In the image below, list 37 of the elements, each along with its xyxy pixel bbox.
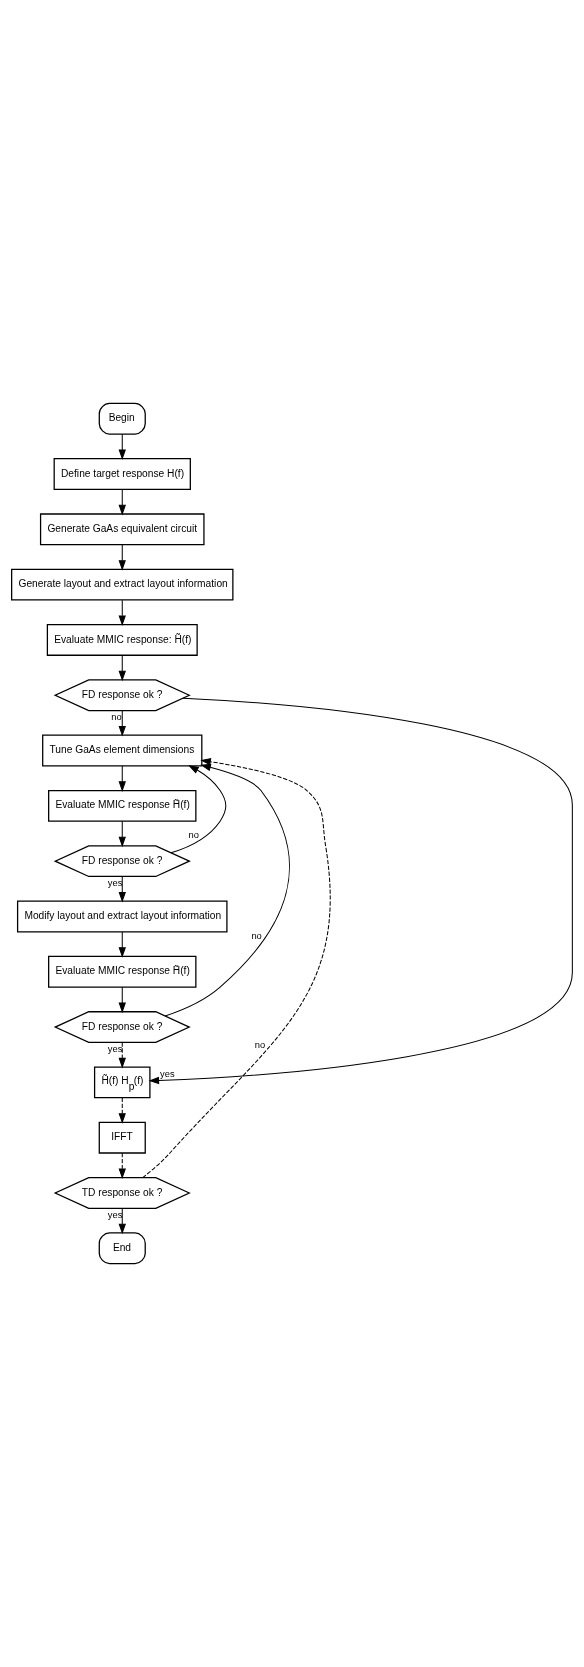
- arrow: [118, 710, 126, 737]
- node-box: IFFT: [98, 1121, 146, 1154]
- edge-label: no: [251, 930, 262, 941]
- arrow: [118, 1152, 126, 1180]
- arrow: [118, 1207, 126, 1235]
- arrow: [118, 599, 126, 626]
- arrow: [118, 1097, 126, 1124]
- edge-label: no: [254, 1040, 266, 1051]
- edge-label: no: [111, 712, 122, 723]
- arrow: [164, 763, 290, 1017]
- node-box: End: [98, 1232, 146, 1265]
- arrow: [118, 544, 126, 571]
- node-box: Evaluate MMIC response: H̃(f): [46, 624, 198, 656]
- arrow: [118, 489, 126, 516]
- node-box: Begin: [98, 402, 146, 435]
- arrow: [118, 1042, 126, 1069]
- edge-label: yes: [107, 1209, 123, 1220]
- node-box: Tune GaAs element dimensions: [42, 734, 203, 767]
- arrow: [142, 758, 331, 1179]
- node-box: Modify layout and extract layout information: [16, 900, 228, 933]
- arrow: [118, 820, 126, 848]
- node-box: Define target response H(f): [53, 458, 191, 490]
- node-box: Evaluate MMIC response H̃(f): [48, 789, 197, 822]
- arrow: [148, 697, 573, 1085]
- node-box: Generate layout and extract layout information: [11, 568, 234, 601]
- arrow: [118, 433, 126, 461]
- edge-label: yes: [107, 878, 123, 889]
- arrow: [118, 986, 126, 1014]
- arrow: [170, 765, 227, 854]
- arrow: [118, 654, 126, 682]
- arrow: [118, 931, 126, 958]
- arrow: [118, 765, 126, 792]
- edge-label: no: [188, 829, 199, 840]
- edge-label: yes: [107, 1044, 123, 1055]
- node-box: Evaluate MMIC response H̃(f): [48, 955, 197, 988]
- node-box: Generate GaAs equivalent circuit: [39, 513, 205, 546]
- edge-label: yes: [160, 1069, 175, 1080]
